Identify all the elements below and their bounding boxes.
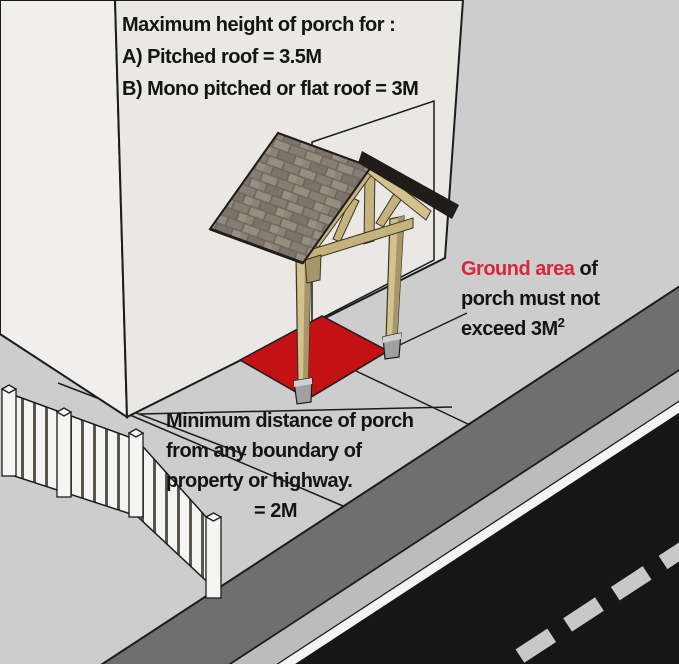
max-height-line2: A) Pitched roof = 3.5M — [122, 46, 322, 68]
roof-ridge-line — [277, 132, 372, 168]
min-distance-line3: property or highway. — [166, 470, 353, 492]
ground-area-note: Ground area of porch must not exceed 3M2 — [461, 254, 600, 346]
post-corbel — [304, 254, 322, 284]
post-shoe-right-top — [383, 333, 401, 343]
min-distance-value: = 2M — [254, 500, 298, 522]
post-shoe-left-top — [294, 378, 312, 387]
squared-superscript: 2 — [557, 315, 565, 330]
ground-area-after: of — [574, 258, 598, 280]
roof-bargeboard — [358, 151, 459, 219]
min-distance-line1: Minimum distance of porch — [166, 410, 414, 432]
porch-post-right-shade — [392, 216, 404, 340]
min-distance-note: Minimum distance of porch from any bound… — [166, 406, 414, 526]
ground-area-line3: exceed 3M2 — [461, 315, 565, 340]
min-distance-line2: from any boundary of — [166, 440, 362, 462]
picket-fence — [0, 384, 223, 599]
porch — [208, 131, 459, 405]
porch-post-left-shade — [303, 251, 311, 384]
fence-posts — [0, 384, 223, 599]
roof-eave-edge — [209, 227, 304, 265]
max-height-line1: Maximum height of porch for : — [122, 14, 396, 36]
max-height-line3: B) Mono pitched or flat roof = 3M — [122, 78, 419, 100]
ground-area-line2: porch must not — [461, 288, 600, 310]
ground-area-highlight: Ground area — [461, 258, 575, 280]
road — [0, 219, 679, 664]
max-height-note: Maximum height of porch for : A) Pitched… — [122, 9, 419, 105]
ground-area-line1: Ground area of — [461, 254, 600, 284]
